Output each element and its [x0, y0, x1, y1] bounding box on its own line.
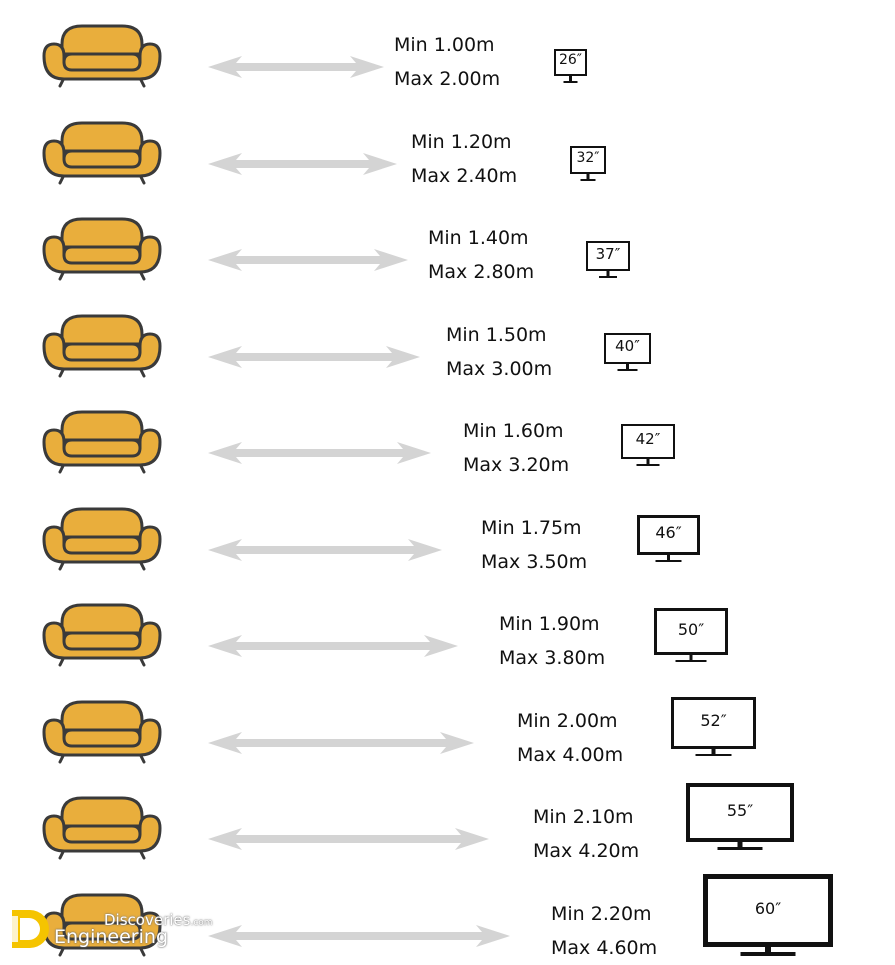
tv-size-label: 37″ — [595, 244, 621, 263]
tv-size-label: 42″ — [635, 430, 661, 449]
sofa-icon — [42, 893, 162, 956]
double-arrow-icon — [208, 249, 408, 271]
min-distance: Min 1.90m — [499, 613, 600, 635]
tv-size-label: 55″ — [726, 800, 754, 820]
double-arrow-icon — [208, 442, 431, 464]
max-distance: Max 4.00m — [517, 743, 624, 766]
tv-icon — [686, 783, 794, 850]
sofa-icon — [42, 217, 162, 281]
tv-icon — [554, 49, 587, 83]
sofa-icon — [42, 314, 162, 377]
max-distance: Max 3.50m — [481, 550, 588, 573]
double-arrow-icon — [208, 731, 474, 754]
double-arrow-icon — [208, 924, 510, 947]
tv-icon — [703, 874, 833, 956]
min-distance: Min 1.75m — [481, 516, 582, 539]
max-distance: Max 4.60m — [551, 936, 658, 959]
tv-icon — [671, 697, 756, 756]
double-arrow-icon — [208, 538, 442, 561]
max-distance: Max 2.00m — [394, 68, 501, 90]
sofa-icon — [42, 603, 162, 667]
sofa-icon — [42, 24, 162, 88]
min-distance: Min 1.50m — [446, 323, 547, 346]
max-distance: Max 4.20m — [533, 840, 640, 862]
tv-icon — [621, 424, 675, 466]
tv-size-label: 32″ — [576, 149, 600, 166]
tv-icon — [570, 146, 606, 181]
tv-size-label: 60″ — [754, 898, 782, 918]
tv-size-label: 50″ — [677, 619, 705, 639]
min-distance: Min 2.00m — [517, 709, 618, 732]
min-distance: Min 1.40m — [428, 227, 529, 249]
min-distance: Min 1.60m — [463, 420, 564, 442]
tv-icon — [586, 241, 630, 278]
min-distance: Min 2.20m — [551, 902, 652, 925]
sofa-icon — [42, 796, 162, 860]
double-arrow-icon — [208, 56, 384, 78]
max-distance: Max 3.80m — [499, 647, 606, 669]
min-distance: Min 1.00m — [394, 34, 495, 56]
sofa-icon — [42, 410, 162, 474]
max-distance: Max 3.00m — [446, 357, 553, 380]
sofa-icon — [42, 700, 162, 763]
logo-text-top: Discoveries.com — [104, 911, 213, 929]
double-arrow-icon — [208, 828, 489, 850]
tv-size-label: 40″ — [615, 337, 640, 356]
sofa-icon — [42, 507, 162, 570]
double-arrow-icon — [208, 635, 458, 657]
tv-icon — [654, 608, 728, 662]
min-distance: Min 1.20m — [411, 130, 512, 153]
watermark-logo: Discoveries.com Engineering — [8, 906, 228, 956]
max-distance: Max 2.40m — [411, 164, 518, 187]
sofa-icon — [42, 121, 162, 184]
tv-size-label: 26″ — [558, 52, 583, 68]
tv-size-label: 52″ — [700, 711, 727, 730]
logo-icon — [8, 910, 49, 948]
double-arrow-icon — [208, 152, 397, 175]
min-distance: Min 2.10m — [533, 806, 634, 828]
max-distance: Max 2.80m — [428, 261, 535, 283]
max-distance: Max 3.20m — [463, 454, 570, 476]
tv-size-label: 46″ — [655, 523, 682, 542]
tv-icon — [604, 333, 651, 371]
logo-text-bottom: Engineering — [54, 926, 168, 948]
double-arrow-icon — [208, 345, 420, 368]
tv-icon — [637, 515, 700, 562]
